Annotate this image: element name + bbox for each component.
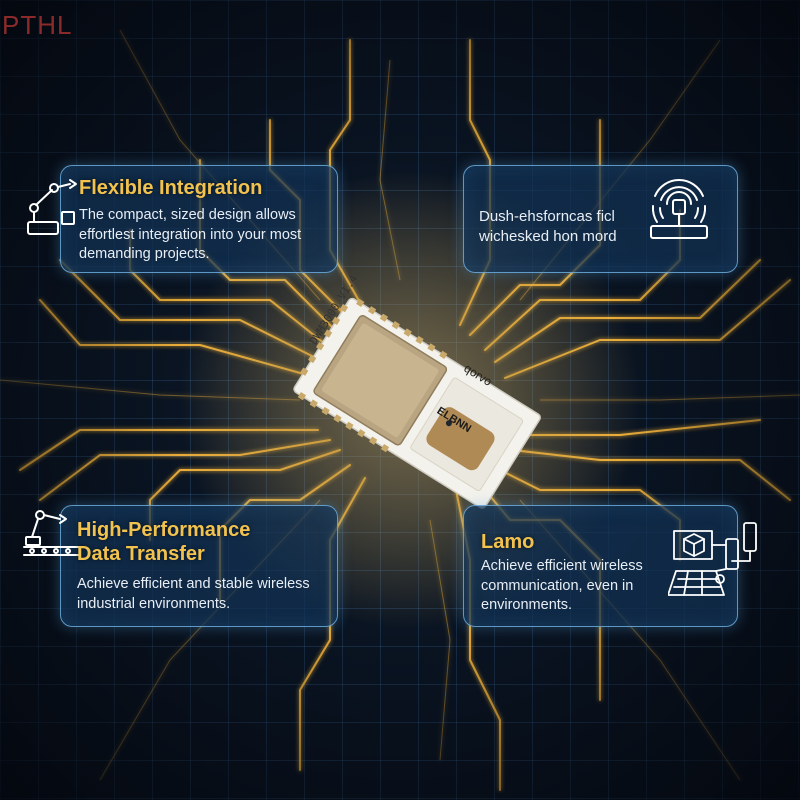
card-title: Flexible Integration [79, 177, 263, 199]
robot-arm-conveyor-icon [22, 505, 82, 561]
feature-card-flexible-integration [60, 165, 338, 273]
connected-devices-icon [668, 515, 774, 605]
card-title: High-Performance Data Transfer [77, 519, 251, 565]
feature-card-high-performance [60, 505, 338, 627]
robot-arm-icon [22, 178, 78, 236]
card-description: The compact, sized design allows effortl… [79, 207, 302, 262]
card-description: Dush-ehsforncas ficl wichesked hon mord [479, 208, 617, 245]
uwb-module: DWM3000 V1.4 qorvo ELBNN [285, 273, 545, 512]
wireless-antenna-icon [645, 178, 713, 244]
feature-card-lamo [463, 505, 738, 627]
card-title: Lamo [481, 531, 535, 553]
card-description: Achieve efficient and stable wireless in… [77, 576, 310, 612]
brand-watermark: PTHL [2, 10, 73, 40]
card-description: Achieve efficient wireless communication… [481, 558, 643, 613]
